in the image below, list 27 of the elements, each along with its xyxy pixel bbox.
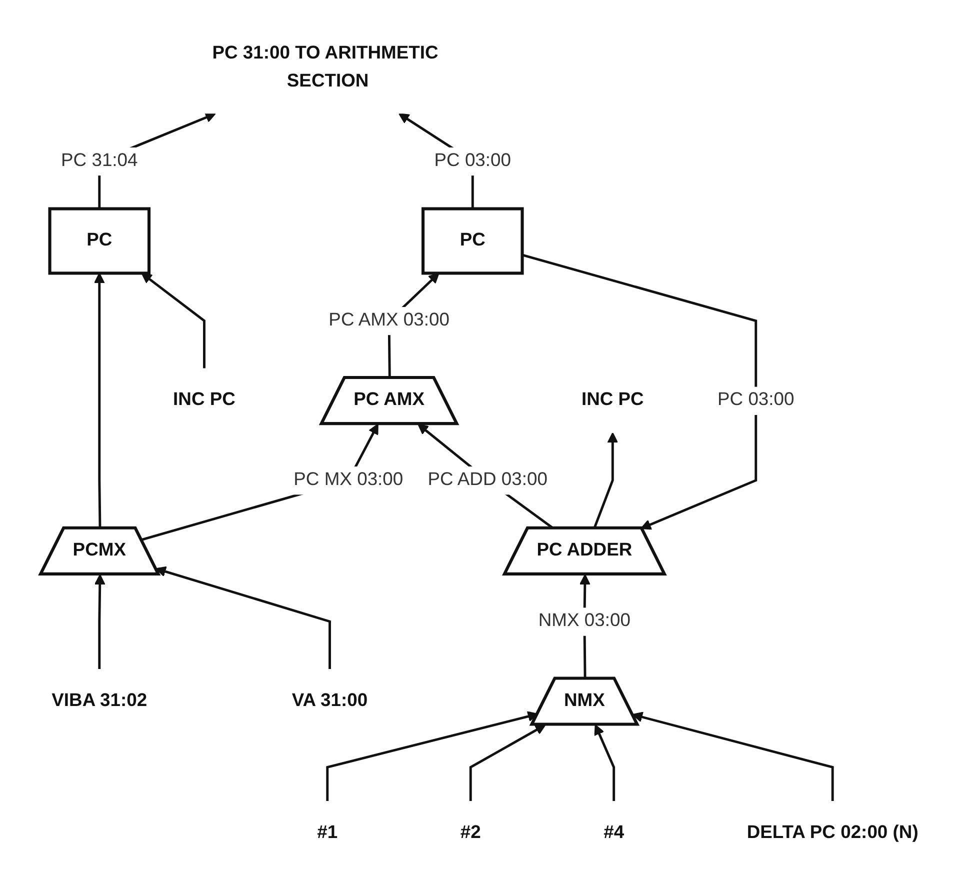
arrow xyxy=(632,712,834,801)
node-text: PC 31:00 TO ARITHMETIC SECTION xyxy=(212,42,438,91)
arrow xyxy=(94,574,106,670)
node-text: VA 31:00 xyxy=(292,690,368,711)
node-text: INC PC xyxy=(173,389,236,410)
edge-label: PC 03:00 xyxy=(434,150,512,171)
arrow xyxy=(326,711,538,801)
node-text: #1 xyxy=(317,822,338,843)
edge-label: PC ADD 03:00 xyxy=(428,468,548,490)
edge-label: PC AMX 03:00 xyxy=(328,309,450,330)
edge-label: NMX 03:00 xyxy=(538,610,630,631)
edge-label: PC MX 03:00 xyxy=(294,468,404,490)
node-text: DELTA PC 02:00 (N) xyxy=(746,822,918,843)
arrow xyxy=(155,566,331,670)
node-box xyxy=(48,207,151,275)
arrow xyxy=(141,272,206,368)
arrow xyxy=(594,724,616,801)
node-text: INC PC xyxy=(581,389,644,410)
arrow xyxy=(94,272,105,529)
node-box xyxy=(421,207,524,275)
edge-label: PC 31:04 xyxy=(61,150,138,171)
arrow xyxy=(522,254,758,530)
edge-label: PC 03:00 xyxy=(718,389,794,410)
node-text: VIBA 31:02 xyxy=(52,690,148,711)
node-text: #2 xyxy=(460,822,481,843)
node-text: #4 xyxy=(604,822,624,843)
arrow xyxy=(469,724,546,801)
